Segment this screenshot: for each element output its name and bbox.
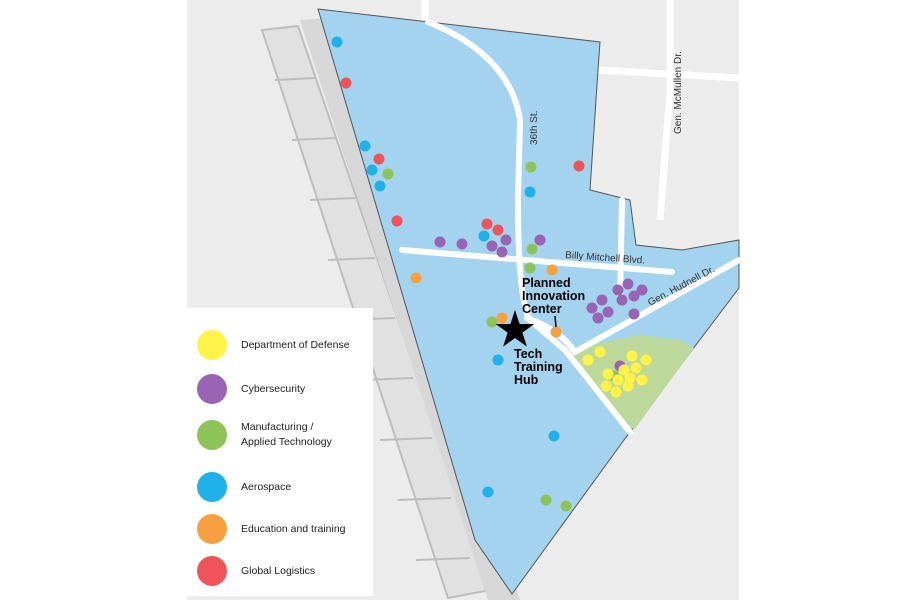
legend-item-department-of-defense: Department of Defense: [197, 330, 350, 360]
education-marker: [550, 326, 562, 338]
legend-swatch-icon: [197, 472, 227, 502]
cybersecurity-marker: [596, 294, 608, 306]
education-marker: [410, 272, 422, 284]
cybersecurity-marker: [636, 284, 648, 296]
legend-item-manufacturing: Manufacturing / Applied Technology: [197, 420, 332, 450]
tech-hub-label-line1: Tech: [514, 347, 542, 361]
cybersecurity-marker: [486, 240, 498, 252]
legend-item-cybersecurity: Cybersecurity: [197, 374, 305, 404]
innovation-center-label-line2: Innovation: [522, 289, 585, 303]
department-of-defense-marker: [626, 350, 638, 362]
global-logistics-marker: [492, 224, 504, 236]
aerospace-marker: [374, 180, 386, 192]
legend-item-aerospace: Aerospace: [197, 472, 291, 502]
manufacturing-marker: [382, 168, 394, 180]
cybersecurity-marker: [534, 234, 546, 246]
legend-label: Aerospace: [241, 480, 292, 493]
department-of-defense-marker: [630, 362, 642, 374]
legend-label: Education and training: [241, 522, 346, 535]
cybersecurity-marker: [628, 308, 640, 320]
marker-layer: [331, 36, 652, 512]
aerospace-marker: [366, 164, 378, 176]
legend-label: Manufacturing / Applied Technology: [241, 421, 332, 448]
aerospace-marker: [331, 36, 343, 48]
global-logistics-marker: [391, 215, 403, 227]
department-of-defense-marker: [640, 354, 652, 366]
aerospace-marker: [359, 140, 371, 152]
department-of-defense-marker: [594, 346, 606, 358]
aerospace-marker: [548, 430, 560, 442]
department-of-defense-marker: [636, 374, 648, 386]
legend-item-global-logistics: Global Logistics: [197, 556, 315, 586]
cybersecurity-marker: [602, 306, 614, 318]
cybersecurity-marker: [500, 234, 512, 246]
cybersecurity-marker: [434, 236, 446, 248]
street-label-36th: 36th St.: [529, 111, 540, 145]
tech-training-hub-star-icon: [495, 310, 535, 347]
innovation-center-label-line1: Planned: [522, 276, 571, 290]
campus-area: [317, 8, 740, 595]
innovation-center-label-line3: Center: [522, 302, 562, 316]
legend-item-education: Education and training: [197, 514, 346, 544]
legend-swatch-icon: [197, 420, 227, 450]
aerospace-marker: [524, 186, 536, 198]
department-of-defense-marker: [602, 368, 614, 380]
campus-roads: [399, 19, 742, 435]
cybersecurity-marker: [612, 284, 624, 296]
legend-swatch-icon: [197, 374, 227, 404]
manufacturing-marker: [560, 500, 572, 512]
cybersecurity-marker: [616, 294, 628, 306]
manufacturing-marker: [525, 161, 537, 173]
aerospace-marker: [478, 230, 490, 242]
cybersecurity-marker: [456, 238, 468, 250]
aerospace-marker: [482, 486, 494, 498]
innovation-center-pointer: [554, 315, 557, 328]
cybersecurity-marker: [496, 246, 508, 258]
tech-hub-label-line2: Training: [514, 360, 563, 374]
global-logistics-marker: [373, 153, 385, 165]
cybersecurity-marker: [586, 302, 598, 314]
global-logistics-marker: [340, 77, 352, 89]
legend-label: Cybersecurity: [241, 382, 306, 395]
tech-hub-label-line3: Hub: [514, 373, 539, 387]
manufacturing-marker: [540, 494, 552, 506]
department-of-defense-marker: [610, 386, 622, 398]
global-logistics-marker: [573, 160, 585, 172]
department-of-defense-marker: [618, 364, 630, 376]
department-of-defense-marker: [612, 374, 624, 386]
education-marker: [496, 312, 508, 324]
global-logistics-marker: [481, 218, 493, 230]
cybersecurity-marker: [628, 290, 640, 302]
manufacturing-marker: [524, 262, 536, 274]
department-of-defense-marker: [622, 380, 634, 392]
cybersecurity-marker: [622, 278, 634, 290]
legend-label: Global Logistics: [241, 564, 316, 577]
education-marker: [546, 264, 558, 276]
legend-swatch-icon: [197, 330, 227, 360]
street-label-mcmullen: Gen. McMullen Dr.: [673, 51, 684, 134]
manufacturing-marker: [526, 243, 538, 255]
manufacturing-marker: [486, 316, 498, 328]
department-of-defense-marker: [600, 380, 612, 392]
department-of-defense-marker: [582, 354, 594, 366]
legend-swatch-icon: [197, 556, 227, 586]
legend-swatch-icon: [197, 514, 227, 544]
aerospace-marker: [492, 354, 504, 366]
cybersecurity-marker: [592, 312, 604, 324]
legend-label: Department of Defense: [241, 338, 350, 351]
